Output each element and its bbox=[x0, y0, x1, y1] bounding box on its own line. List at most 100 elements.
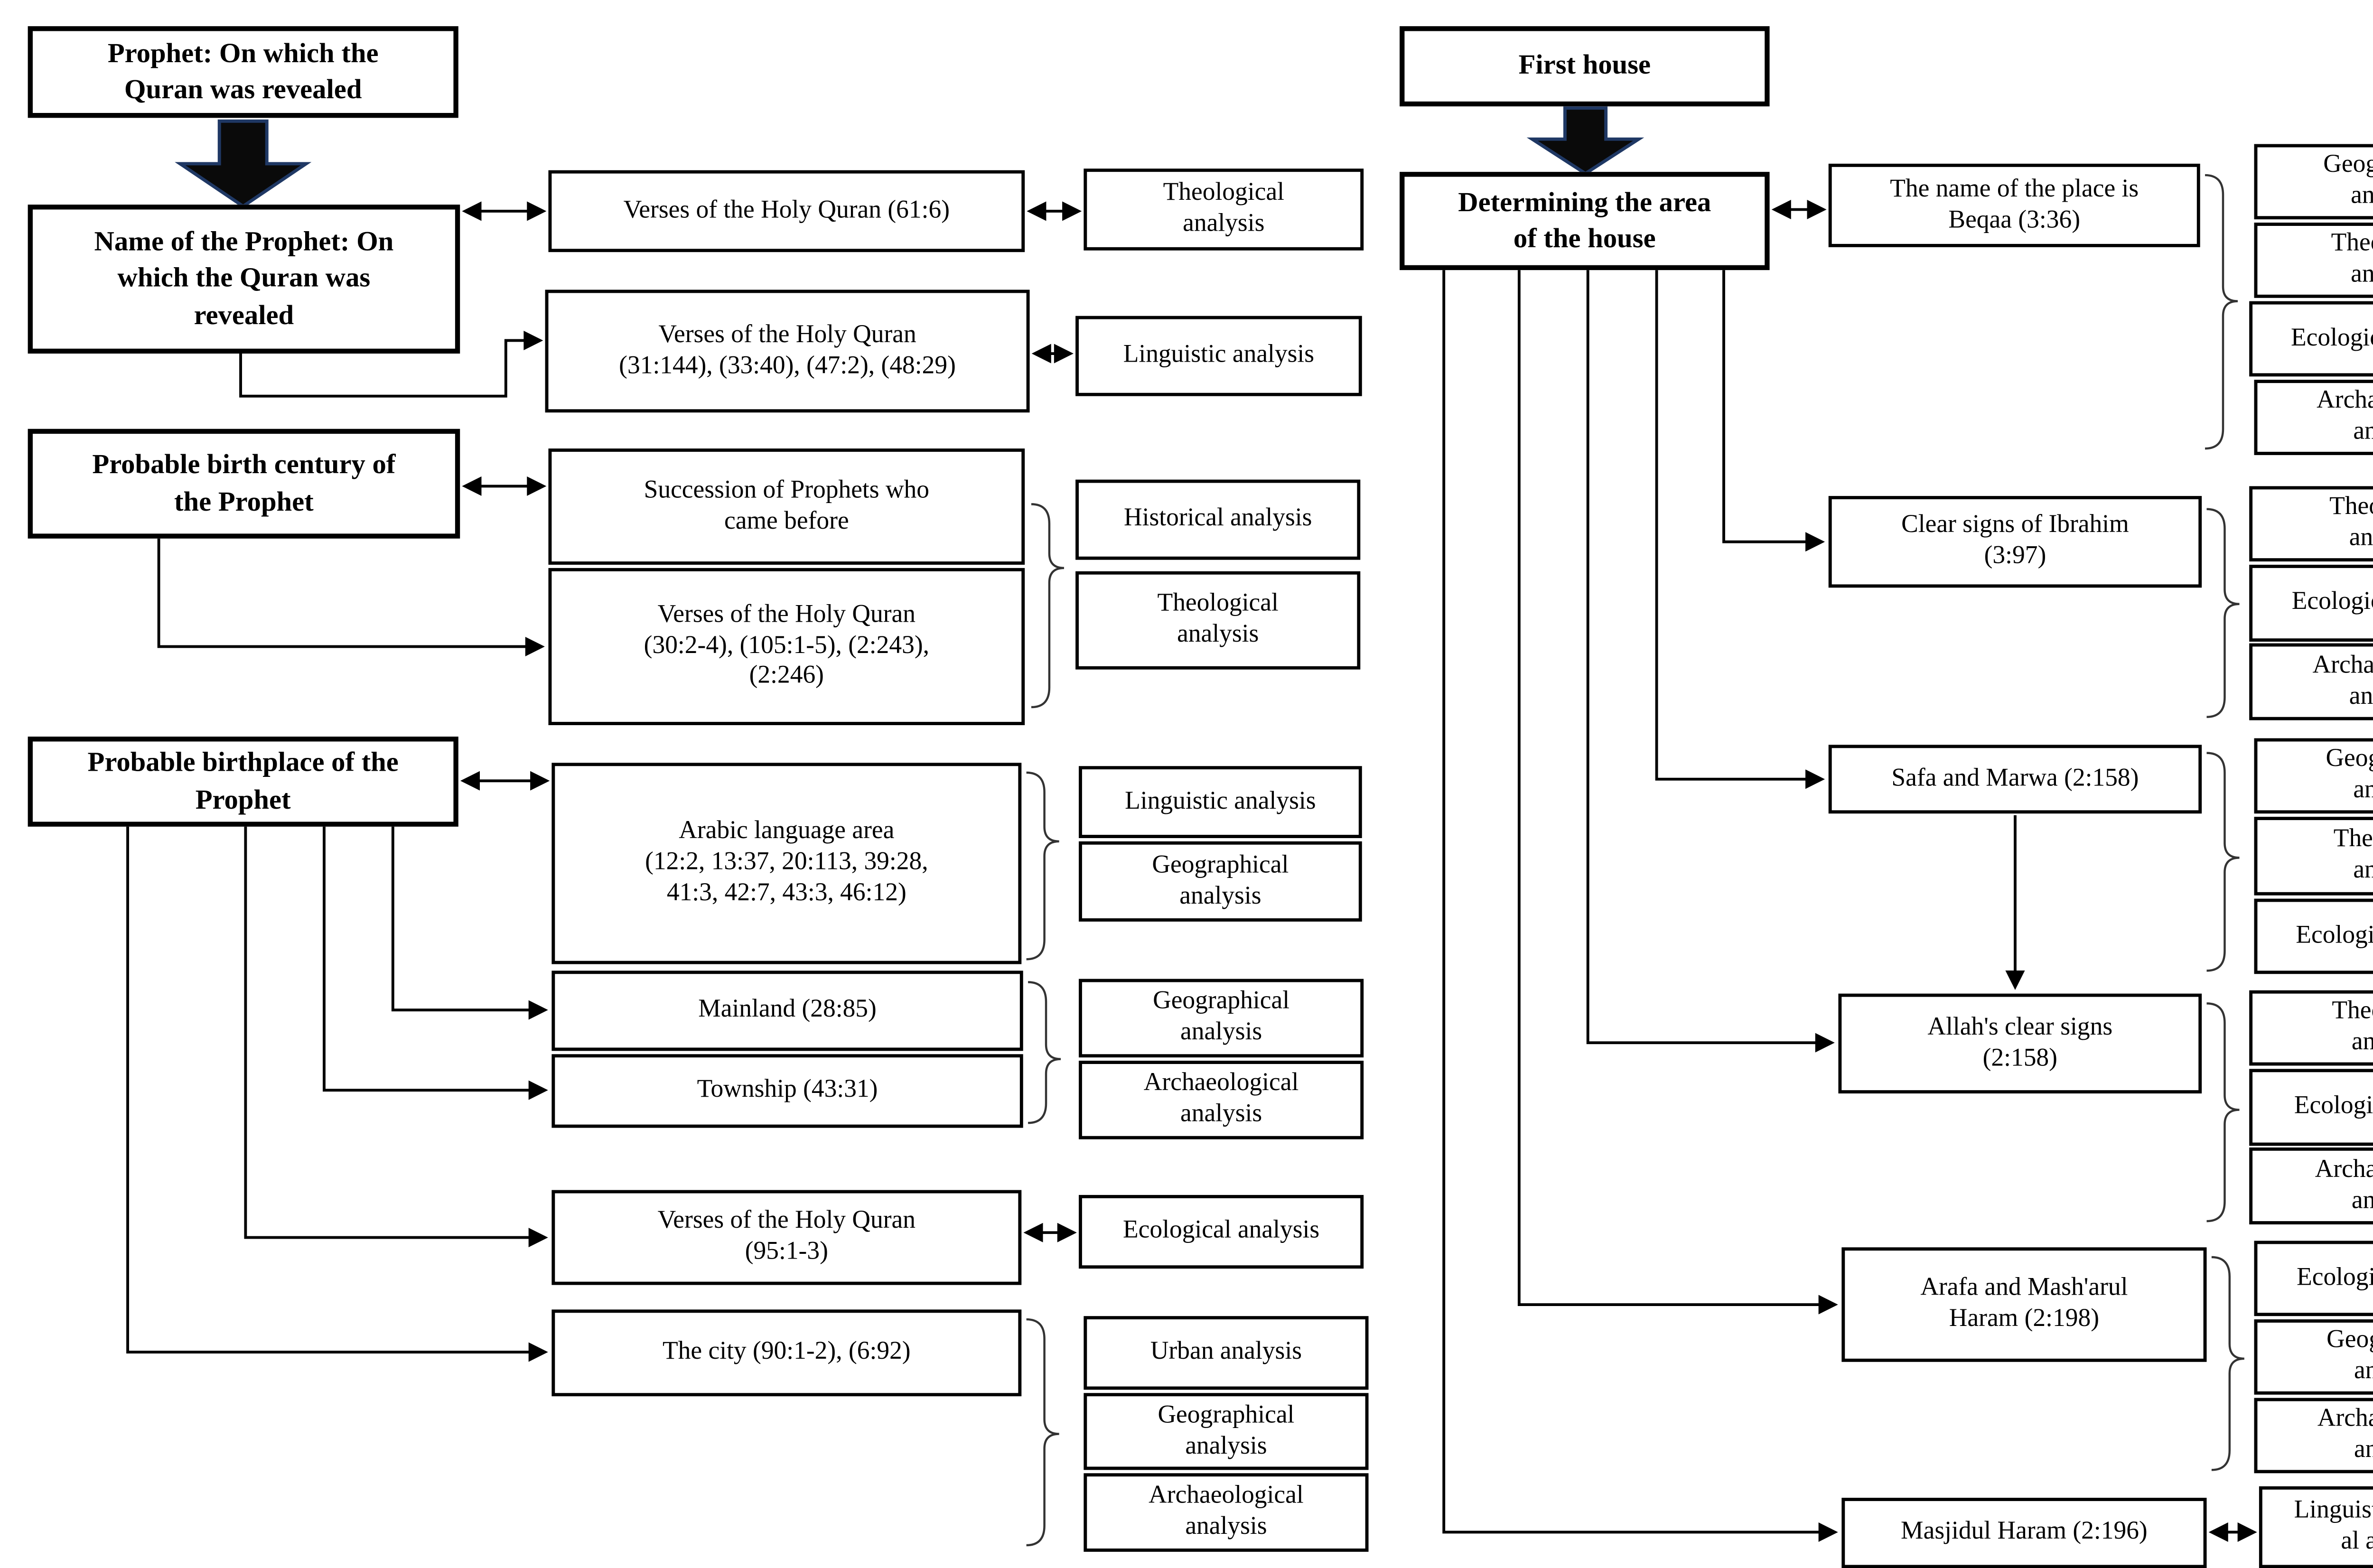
box-label: Probable birth century of the Prophet bbox=[92, 449, 396, 517]
box-linguistic-analysis: Linguistic analysis bbox=[1075, 316, 1362, 396]
box-theological-analysis: Theological analysis bbox=[2249, 486, 2373, 562]
box-verses-61-6: Verses of the Holy Quran (61:6) bbox=[548, 170, 1025, 252]
box-label: Theological analysis bbox=[2332, 997, 2373, 1056]
box-urban-analysis: Urban analysis bbox=[1084, 1316, 1369, 1390]
box-prophet-name: Name of the Prophet: On which the Quran … bbox=[28, 205, 460, 354]
box-the-city: The city (90:1-2), (6:92) bbox=[551, 1309, 1022, 1397]
box-label: Archaeological analysis bbox=[1149, 1481, 1304, 1540]
box-theological-analysis: Theological analysis bbox=[1084, 168, 1364, 251]
box-archaeological-analysis: Archaeological analysis bbox=[1079, 1061, 1364, 1139]
box-geographical-analysis: Geographical analysis bbox=[1084, 1393, 1369, 1470]
box-ecological-analysis: Ecological analysis bbox=[2249, 564, 2373, 642]
box-label: Archaeological analysis bbox=[1143, 1069, 1299, 1128]
box-arafa: Arafa and Mash'arul Haram (2:198) bbox=[1841, 1247, 2207, 1362]
box-label: Determining the area of the house bbox=[1458, 186, 1711, 254]
box-label: Geographical analysis bbox=[2323, 150, 2373, 210]
box-label: Linguistic/Ecological analysis bbox=[2294, 1496, 2373, 1555]
box-label: Probable birthplace of the Prophet bbox=[87, 747, 399, 814]
box-linguistic-ecological-analysis: Linguistic/Ecological analysis bbox=[2259, 1486, 2373, 1568]
box-label: Verses of the Holy Quran (95:1-3) bbox=[657, 1206, 916, 1266]
double-arrow-connectors bbox=[460, 199, 2257, 1542]
box-determining-area: Determining the area of the house bbox=[1400, 172, 1770, 271]
box-ecological-analysis: Ecological analysis bbox=[2254, 898, 2373, 974]
box-label: Archaeological analysis bbox=[2317, 1404, 2373, 1464]
box-theological-analysis: Theological analysis bbox=[1075, 571, 1361, 670]
down-arrow-icon bbox=[175, 119, 312, 208]
box-label: Ecological analysis bbox=[2296, 921, 2373, 949]
box-label: Verses of the Holy Quran (30:2-4), (105:… bbox=[644, 600, 930, 690]
box-label: Archaeological analysis bbox=[2317, 386, 2373, 446]
box-verses-31-144: Verses of the Holy Quran (31:144), (33:4… bbox=[545, 289, 1030, 413]
box-label: The city (90:1-2), (6:92) bbox=[663, 1337, 911, 1365]
box-theological-analysis: Theological analysis bbox=[2249, 990, 2373, 1066]
box-label: Geographical analysis bbox=[2326, 1326, 2373, 1385]
box-label: Masjidul Haram (2:196) bbox=[1901, 1517, 2148, 1546]
box-succession: Succession of Prophets who came before bbox=[548, 448, 1025, 565]
brace-connectors bbox=[1026, 174, 2244, 1547]
box-ibrahim: Clear signs of Ibrahim (3:97) bbox=[1828, 496, 2202, 588]
box-label: Arabic language area (12:2, 13:37, 20:11… bbox=[645, 817, 928, 907]
box-label: Geographical analysis bbox=[1158, 1400, 1295, 1459]
box-label: Linguistic analysis bbox=[1125, 786, 1316, 815]
box-safa-marwa: Safa and Marwa (2:158) bbox=[1828, 745, 2202, 814]
box-allahs-clear-signs: Allah's clear signs (2:158) bbox=[1838, 993, 2202, 1094]
box-theological-analysis: Theological analysis bbox=[2254, 223, 2373, 298]
box-label: Urban analysis bbox=[1150, 1337, 1302, 1365]
elbow-arrow-connectors bbox=[126, 270, 2025, 1542]
box-label: Name of the Prophet: On which the Quran … bbox=[94, 226, 394, 330]
box-label: Verses of the Holy Quran (61:6) bbox=[623, 196, 950, 224]
box-label: Theological analysis bbox=[2329, 493, 2373, 552]
box-label: Archaeological analysis bbox=[2312, 651, 2373, 710]
box-archaeological-analysis: Archaeological analysis bbox=[1084, 1473, 1369, 1552]
box-geographical-analysis: Geographical analysis bbox=[1079, 979, 1364, 1058]
box-verses-95-1-3: Verses of the Holy Quran (95:1-3) bbox=[551, 1190, 1022, 1285]
box-birth-century: Probable birth century of the Prophet bbox=[28, 429, 460, 539]
box-label: Theological analysis bbox=[1157, 589, 1279, 648]
box-label: Mainland (28:85) bbox=[698, 995, 877, 1023]
box-label: Ecological analysis bbox=[2297, 1263, 2373, 1291]
box-label: Township (43:31) bbox=[697, 1075, 878, 1103]
box-ecological-analysis: Ecological analysis bbox=[2249, 301, 2373, 377]
box-ecological-analysis: Ecological analysis bbox=[2249, 1069, 2373, 1146]
box-first-house: First house bbox=[1400, 26, 1770, 107]
box-mainland: Mainland (28:85) bbox=[551, 971, 1023, 1051]
box-label: Succession of Prophets who came before bbox=[644, 476, 930, 535]
box-label: First house bbox=[1518, 50, 1651, 81]
box-geographical-analysis: Geographical analysis bbox=[2254, 738, 2373, 814]
box-archaeological-analysis: Archaeological analysis bbox=[2249, 643, 2373, 720]
box-label: Ecological analysis bbox=[2290, 323, 2373, 352]
box-label: Clear signs of Ibrahim (3:97) bbox=[1901, 511, 2129, 570]
box-label: Geographical analysis bbox=[1152, 850, 1289, 910]
box-label: Verses of the Holy Quran (31:144), (33:4… bbox=[619, 320, 956, 379]
box-label: Theological analysis bbox=[2333, 825, 2373, 884]
box-label: Theological analysis bbox=[2331, 229, 2373, 289]
box-label: Arafa and Mash'arul Haram (2:198) bbox=[1920, 1273, 2128, 1333]
box-masjidul-haram: Masjidul Haram (2:196) bbox=[1841, 1498, 2207, 1568]
box-historical-analysis: Historical analysis bbox=[1075, 479, 1361, 560]
box-label: Linguistic analysis bbox=[1123, 340, 1315, 369]
box-arabic-language-area: Arabic language area (12:2, 13:37, 20:11… bbox=[551, 763, 1022, 964]
box-geographical-analysis: Geographical analysis bbox=[1079, 841, 1362, 922]
box-label: Theological analysis bbox=[1163, 178, 1284, 238]
box-township: Township (43:31) bbox=[551, 1054, 1023, 1128]
box-ecological-analysis: Ecological analysis bbox=[1079, 1195, 1364, 1269]
box-beqaa: The name of the place is Beqaa (3:36) bbox=[1828, 163, 2200, 247]
box-label: Prophet: On which the Quran was revealed bbox=[107, 37, 379, 105]
box-geographical-analysis: Geographical analysis bbox=[2254, 1319, 2373, 1395]
box-birthplace: Probable birthplace of the Prophet bbox=[28, 737, 458, 827]
box-label: Geographical analysis bbox=[1153, 987, 1290, 1046]
box-label: Historical analysis bbox=[1123, 504, 1312, 532]
box-label: Geographical analysis bbox=[2326, 745, 2373, 804]
box-archaeological-analysis: Archaeological analysis bbox=[2254, 1398, 2373, 1474]
box-label: Allah's clear signs (2:158) bbox=[1927, 1012, 2113, 1072]
box-prophet-root: Prophet: On which the Quran was revealed bbox=[28, 26, 458, 118]
box-label: Ecological analysis bbox=[2291, 588, 2373, 616]
box-label: The name of the place is Beqaa (3:36) bbox=[1890, 174, 2139, 233]
down-arrow-icon bbox=[1526, 106, 1644, 176]
box-label: Ecological analysis bbox=[2294, 1092, 2373, 1120]
box-geographical-analysis: Geographical analysis bbox=[2254, 144, 2373, 220]
box-label: Safa and Marwa (2:158) bbox=[1891, 764, 2139, 792]
box-label: Ecological analysis bbox=[1122, 1216, 1320, 1244]
